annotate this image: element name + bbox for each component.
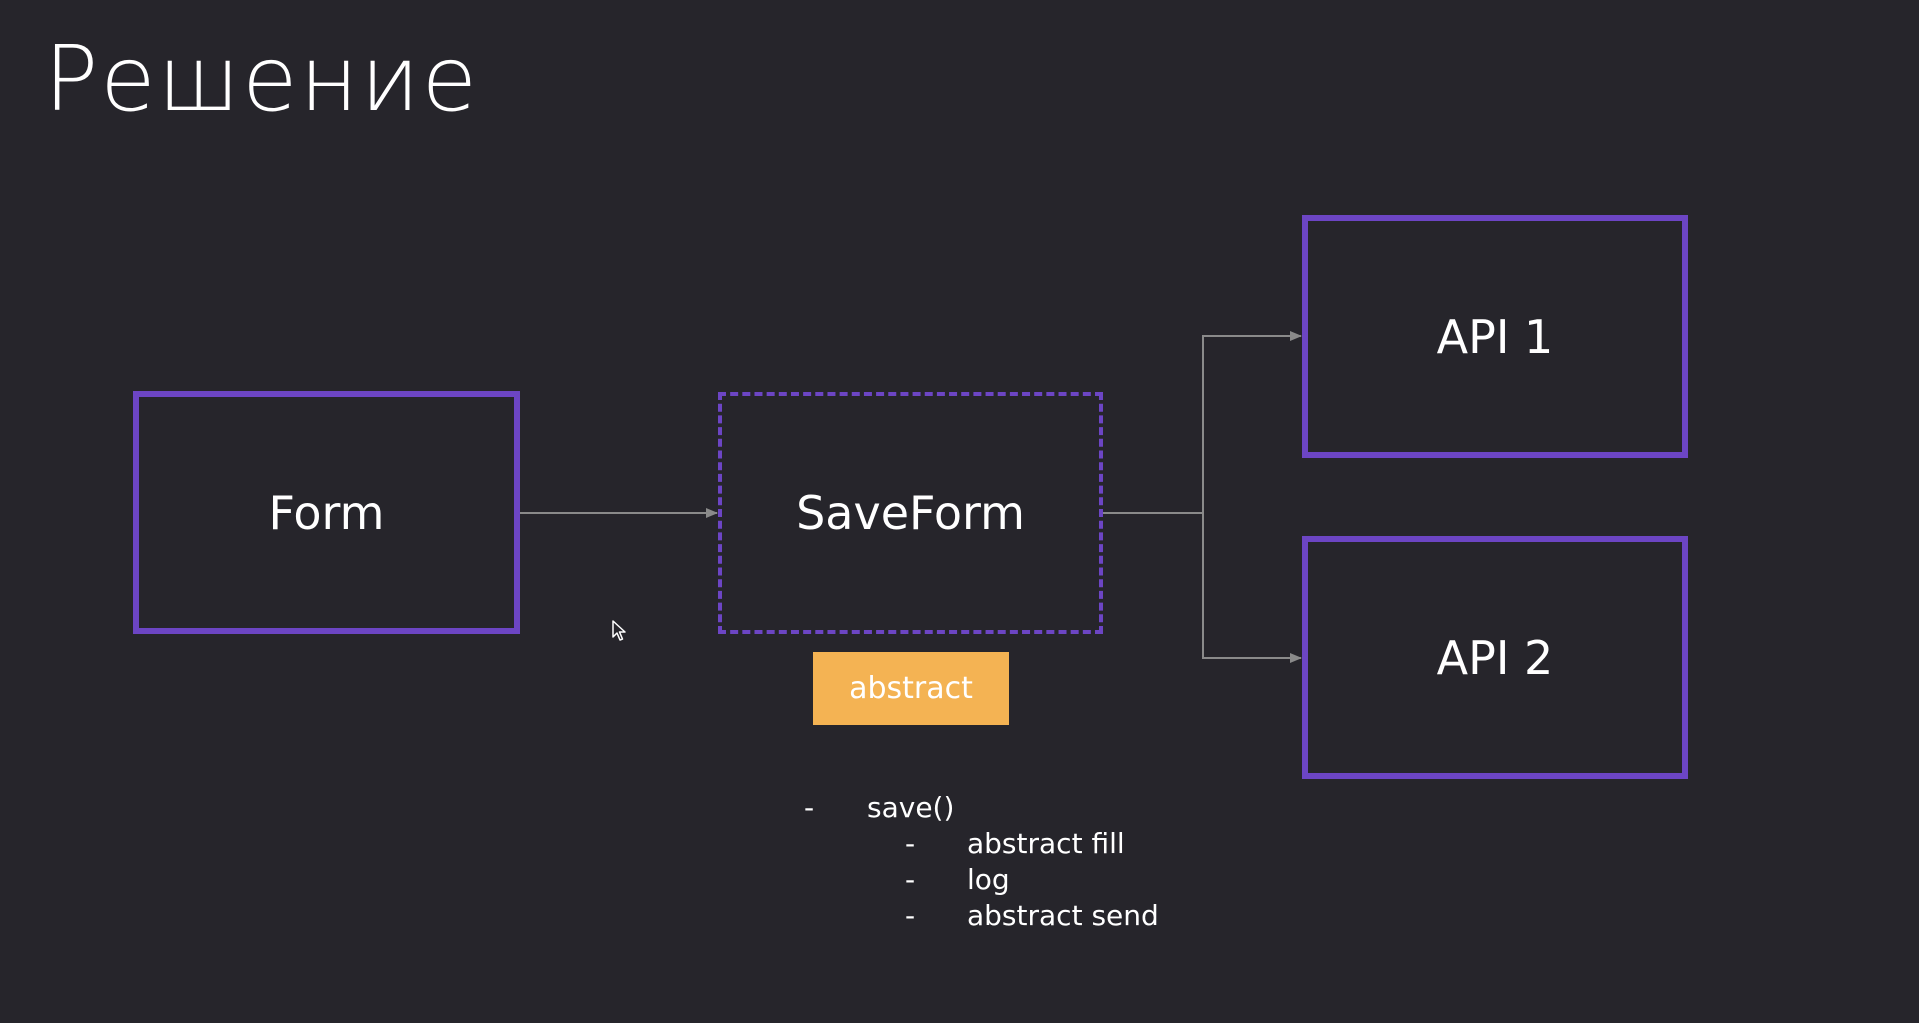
abstract-badge: abstract bbox=[813, 652, 1009, 725]
saveform-node: SaveForm bbox=[718, 392, 1103, 634]
arrow-saveform-to-api2 bbox=[1202, 513, 1302, 663]
form-node-label: Form bbox=[268, 485, 385, 540]
form-node: Form bbox=[133, 391, 520, 634]
step-bullet-1: - bbox=[905, 827, 916, 860]
api2-node: API 2 bbox=[1302, 536, 1688, 779]
abstract-badge-label: abstract bbox=[849, 671, 973, 706]
step-item-1: abstract fill bbox=[967, 827, 1125, 860]
mouse-cursor-icon bbox=[612, 620, 626, 641]
arrow-saveform-to-api1 bbox=[1202, 331, 1302, 513]
api1-node: API 1 bbox=[1302, 215, 1688, 458]
step-bullet-2: - bbox=[905, 863, 916, 896]
api1-node-label: API 1 bbox=[1436, 309, 1554, 364]
api2-node-label: API 2 bbox=[1436, 630, 1554, 685]
step-item-2: log bbox=[967, 863, 1010, 896]
method-name: save() bbox=[867, 791, 955, 824]
page-title: Решение bbox=[44, 27, 479, 132]
step-bullet-3: - bbox=[905, 899, 916, 932]
step-item-3: abstract send bbox=[967, 899, 1159, 932]
method-bullet: - bbox=[804, 791, 815, 824]
saveform-node-label: SaveForm bbox=[796, 486, 1025, 540]
